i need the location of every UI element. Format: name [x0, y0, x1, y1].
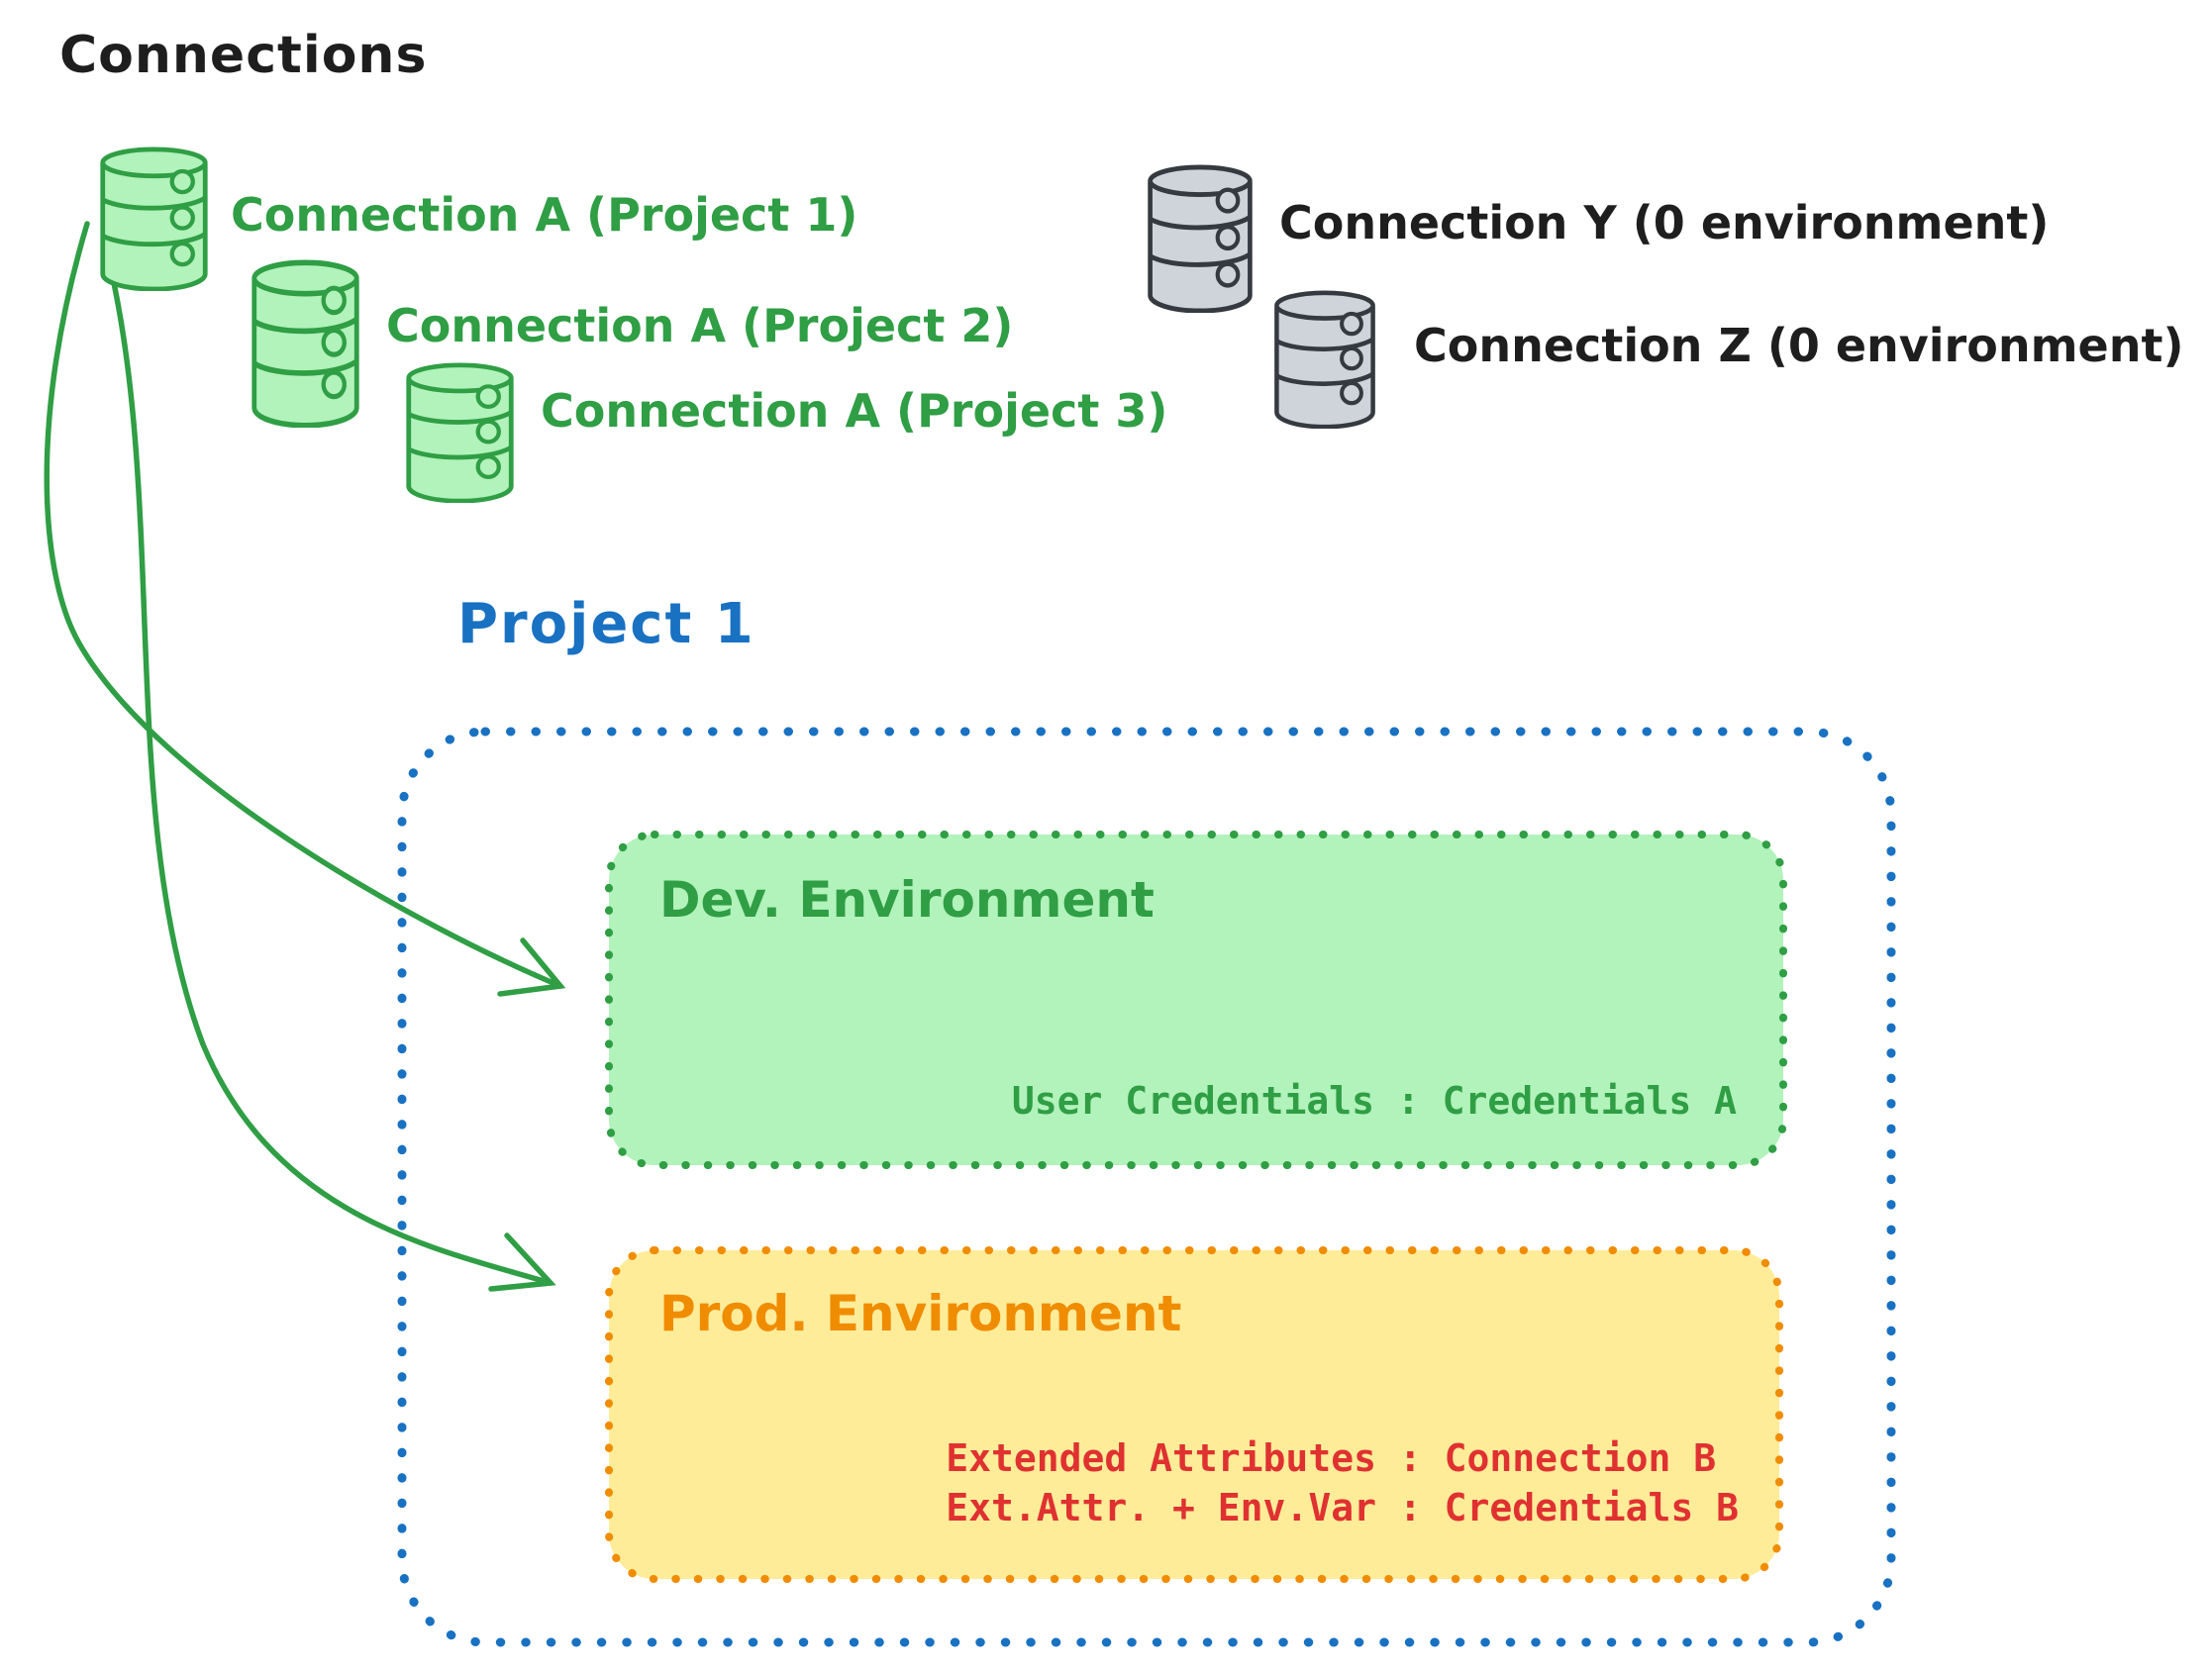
prod-mappings: Extended Attributes : Connection B Ext.A…	[946, 1433, 1739, 1532]
project-1-container	[396, 726, 1897, 1648]
connection-z-label: Connection Z (0 environment)	[1414, 319, 2184, 372]
project-title: Project 1	[457, 592, 755, 656]
prod-environment-label: Prod. Environment	[659, 1285, 1182, 1342]
prod-mapping-line: Ext.Attr. + Env.Var : Credentials B	[946, 1486, 1739, 1529]
database-icon	[1271, 290, 1378, 429]
database-icon	[97, 147, 211, 291]
dev-environment-label: Dev. Environment	[659, 871, 1155, 929]
connection-y-label: Connection Y (0 environment)	[1279, 196, 2050, 249]
connection-a-project-2-label: Connection A (Project 2)	[386, 299, 1014, 352]
database-icon	[403, 362, 517, 503]
dev-credentials-mapping: User Credentials : Credentials A	[1011, 1079, 1737, 1123]
dev-environment-box: Dev. Environment User Credentials : Cred…	[604, 830, 1788, 1170]
connection-a-project-1-label: Connection A (Project 1)	[231, 188, 858, 242]
diagram-title: Connections	[59, 26, 428, 85]
connection-a-project-3-label: Connection A (Project 3)	[541, 384, 1168, 438]
database-icon	[249, 259, 362, 428]
prod-mapping-line: Extended Attributes : Connection B	[946, 1436, 1717, 1480]
prod-environment-box: Prod. Environment Extended Attributes : …	[604, 1245, 1784, 1584]
database-icon	[1145, 164, 1256, 313]
